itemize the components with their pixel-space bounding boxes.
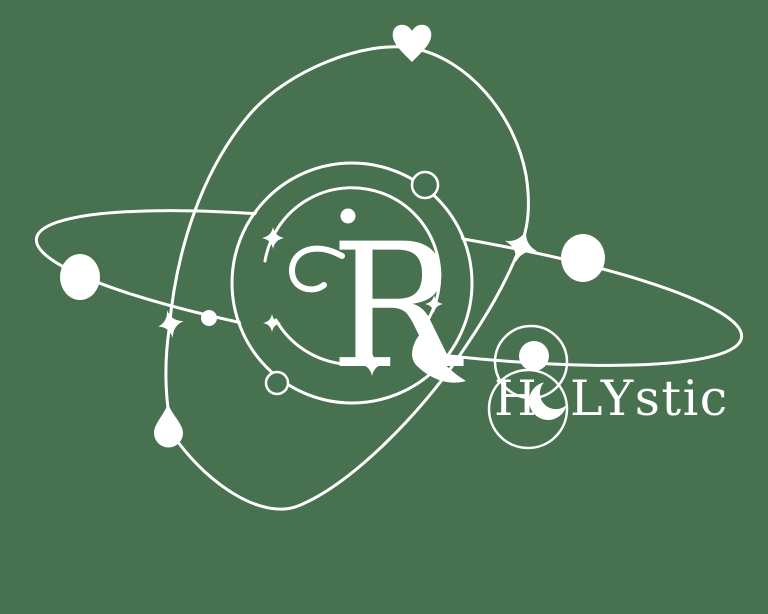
ring-node-bottom: [264, 370, 290, 396]
sparkle-icon: [504, 229, 538, 263]
wordmark-ring-lower: [487, 368, 569, 450]
planet-small-left: [201, 310, 217, 326]
planet-right: [561, 234, 605, 282]
sparkle-icon: [360, 352, 384, 376]
wordmark-group: H LYstic: [487, 324, 729, 450]
sparkle-icon: [158, 310, 184, 338]
monogram-dot: [340, 208, 356, 224]
sparkle-icon: [262, 227, 284, 249]
planet-left: [60, 254, 100, 300]
heart-icon: [392, 24, 432, 62]
planets: [60, 234, 605, 326]
monogram: R: [289, 206, 466, 407]
outer-ring: [230, 161, 474, 405]
monogram-flourish: [289, 245, 345, 293]
inner-ring-lower-arc: [274, 318, 346, 366]
ring-node-top: [410, 170, 440, 200]
wordmark-suffix: LYstic: [570, 370, 729, 427]
sparkles: [158, 227, 538, 376]
monogram-swash: [412, 334, 466, 383]
crescent-moon-icon: [529, 382, 567, 420]
heart-orbit: [164, 45, 530, 511]
sparkle-icon: [263, 314, 281, 332]
sparkle-icon: [425, 295, 443, 313]
teardrop-icon: [154, 404, 183, 448]
planet-wordmark: [519, 341, 549, 371]
inner-spiral-ring: [263, 186, 442, 328]
